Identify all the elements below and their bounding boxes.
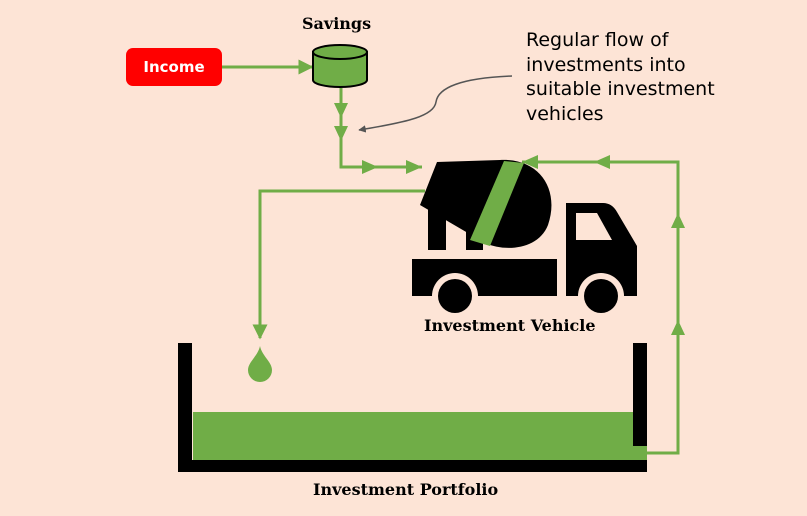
savings-label: Savings xyxy=(302,14,372,33)
investment-portfolio-label: Investment Portfolio xyxy=(313,480,499,499)
droplet-icon xyxy=(248,346,272,382)
portfolio-to-vehicle-flow xyxy=(522,155,685,455)
callout-text: Regular flow of investments into suitabl… xyxy=(526,29,715,125)
portfolio-container-icon xyxy=(178,343,647,472)
investment-vehicle-label: Investment Vehicle xyxy=(424,316,596,335)
income-box: Income xyxy=(126,48,222,86)
cement-mixer-truck-icon xyxy=(412,159,637,319)
income-label: Income xyxy=(143,58,205,76)
vehicle-to-droplet-flow xyxy=(252,189,425,340)
callout-pointer xyxy=(358,75,513,133)
savings-to-vehicle-flow xyxy=(334,88,422,174)
savings-cylinder-icon xyxy=(312,44,368,88)
